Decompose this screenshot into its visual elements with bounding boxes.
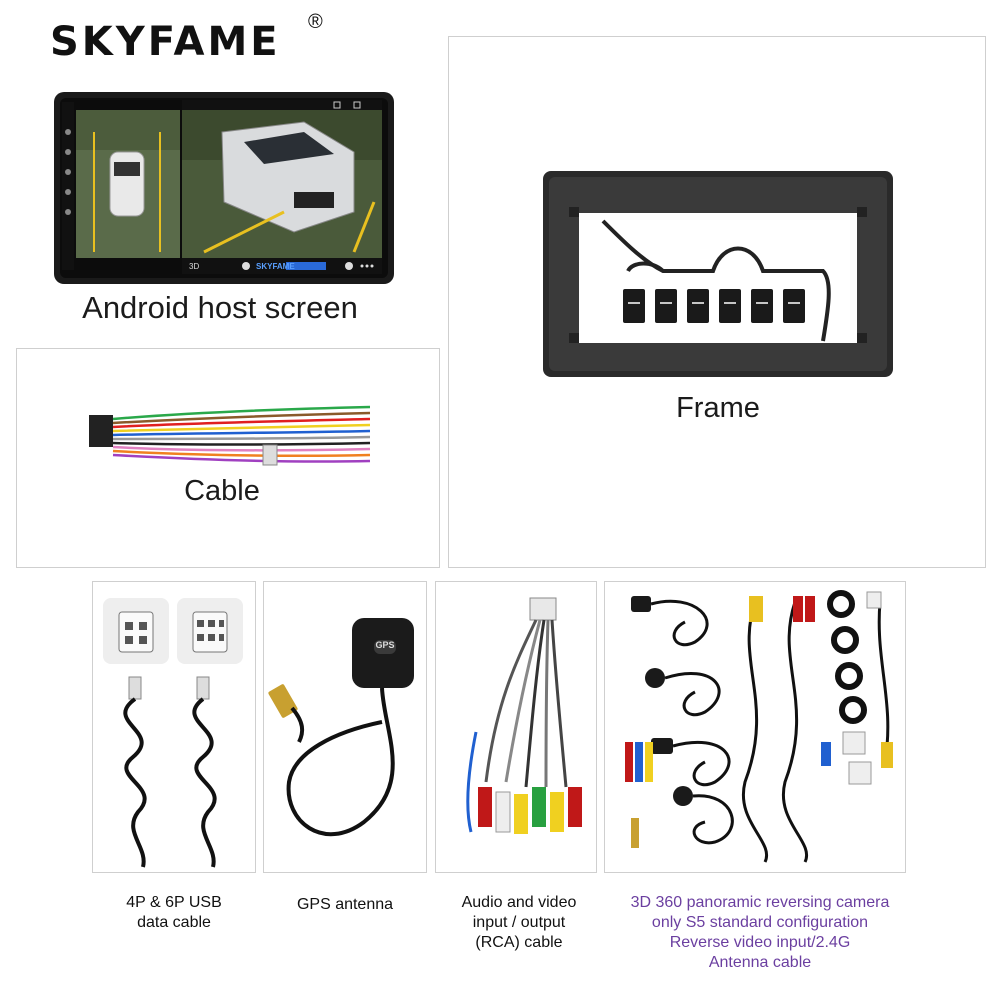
rca-cable-label: Audio and video input / output (RCA) cab… bbox=[435, 893, 603, 953]
camera-kit-label-line: only S5 standard configuration bbox=[651, 914, 869, 931]
rca-cable-label-line: input / output bbox=[472, 914, 566, 931]
usb-cable-image bbox=[103, 598, 243, 868]
rca-cable-image bbox=[466, 597, 582, 834]
rca-cable-label-line: Audio and video bbox=[461, 894, 577, 911]
frame-panel: Frame bbox=[448, 36, 986, 568]
camera-kit-label-line: 3D 360 panoramic reversing camera bbox=[630, 894, 890, 911]
screen-brand-label: SKYFAME bbox=[256, 262, 295, 271]
gps-antenna-label: GPS antenna bbox=[263, 895, 427, 915]
camera-kit-label-line: Reverse video input/2.4G bbox=[669, 934, 851, 951]
gps-module-text: GPS bbox=[375, 640, 395, 650]
cable-image bbox=[85, 401, 375, 473]
camera-kit-label: 3D 360 panoramic reversing camera only S… bbox=[604, 893, 916, 973]
registered-mark: ® bbox=[308, 11, 323, 33]
host-screen-label: Android host screen bbox=[82, 290, 358, 325]
camera-kit-panel bbox=[604, 581, 906, 873]
cable-panel: Cable bbox=[16, 348, 440, 568]
camera-kit-label-line: Antenna cable bbox=[708, 954, 812, 971]
cable-label: Cable bbox=[184, 475, 260, 507]
android-host-screen-image: 3D SKYFAME bbox=[54, 92, 394, 284]
usb-cable-label: 4P & 6P USB data cable bbox=[92, 893, 256, 933]
rca-cable-label-line: (RCA) cable bbox=[475, 934, 563, 951]
brand-name: SKYFAME bbox=[50, 19, 281, 65]
screen-mode-label: 3D bbox=[189, 262, 200, 271]
rca-cable-panel bbox=[435, 581, 597, 873]
gps-antenna-panel: GPS bbox=[263, 581, 427, 873]
usb-cable-label-line: data cable bbox=[137, 914, 211, 931]
brand-logo: SKYFAME ® bbox=[50, 12, 323, 72]
frame-image bbox=[543, 171, 893, 377]
frame-label: Frame bbox=[676, 392, 760, 424]
usb-cable-label-line: 4P & 6P USB bbox=[126, 894, 222, 911]
gps-antenna-label-line: GPS antenna bbox=[296, 896, 394, 913]
usb-cable-panel bbox=[92, 581, 256, 873]
gps-antenna-image bbox=[268, 618, 414, 837]
camera-kit-image bbox=[625, 590, 893, 863]
